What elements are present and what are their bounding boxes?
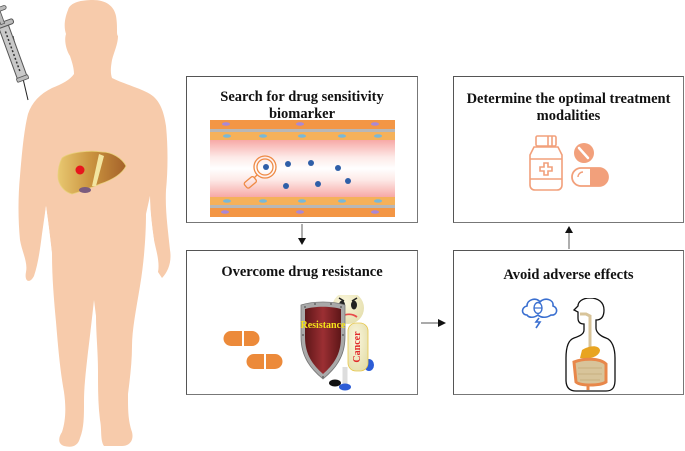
panel-treatment-title-line2: modalities — [536, 108, 601, 124]
cancer-cell-character: Cancer Resistance — [295, 295, 377, 391]
liver-icon — [57, 150, 127, 195]
thought-bubble-pill-icon — [519, 295, 559, 331]
panel-treatment-title-line1: Determine the optimal treatment — [466, 91, 671, 107]
human-body-illustration — [0, 0, 185, 451]
cancer-label: Cancer — [352, 331, 363, 363]
drug-pills-icon — [221, 331, 301, 376]
panel-resistance: Overcome drug resistance — [186, 250, 418, 395]
tumor-marker — [75, 165, 85, 175]
medicine-bottle-icon — [529, 135, 563, 191]
syringe-icon — [0, 5, 29, 101]
panel-resistance-title: Overcome drug resistance — [221, 264, 383, 280]
digestive-system-icon — [560, 298, 630, 393]
panel-biomarker-title-line2: biomarker — [268, 106, 336, 122]
magnifier-icon — [243, 155, 277, 189]
arrow-biomarker-to-resistance — [297, 224, 307, 246]
resistance-label: Resistance — [301, 320, 347, 331]
panel-adverse: Avoid adverse effects — [453, 250, 684, 395]
arrow-adverse-to-treatment — [564, 225, 574, 249]
panel-biomarker-title-line1: Search for drug sensitivity — [220, 89, 384, 105]
body-silhouette — [18, 0, 171, 447]
panel-adverse-title: Avoid adverse effects — [503, 267, 634, 283]
panel-treatment: Determine the optimal treatment modaliti… — [453, 76, 684, 223]
blood-vessel-illustration — [210, 120, 395, 217]
arrow-resistance-to-adverse — [421, 318, 447, 328]
capsule-icon — [571, 167, 609, 187]
panel-biomarker: Search for drug sensitivity biomarker — [186, 76, 418, 223]
pill-tablet-icon — [574, 143, 594, 163]
biomarker-dots — [263, 160, 351, 189]
